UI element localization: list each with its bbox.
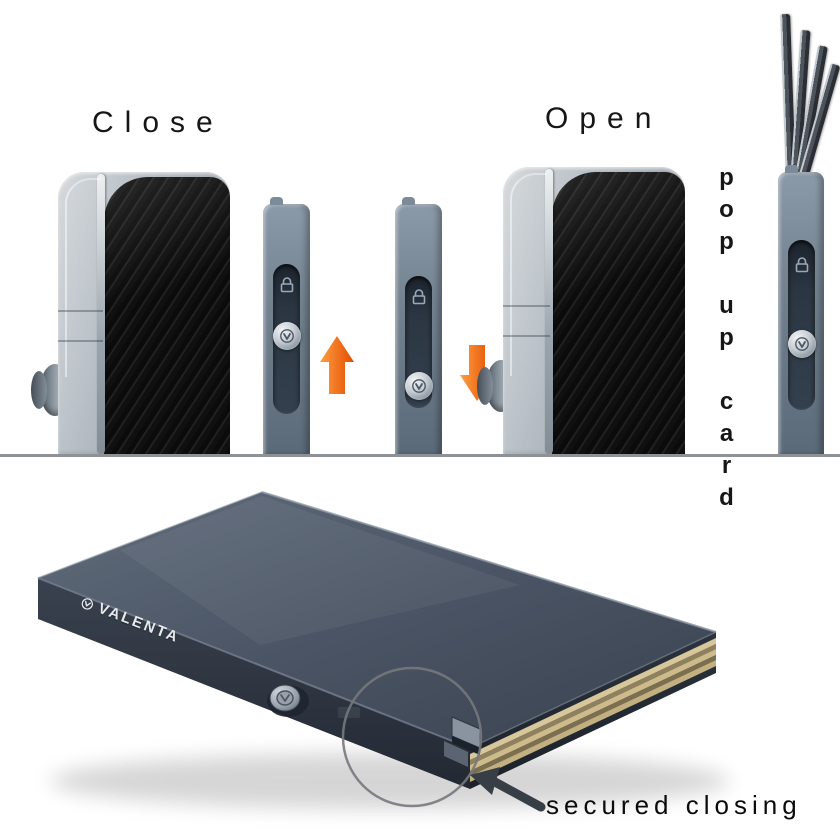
closing-latch bbox=[444, 716, 481, 767]
frame-cut-line bbox=[503, 335, 551, 337]
secured-closing-label: secured closing bbox=[546, 790, 802, 820]
slider-track bbox=[272, 264, 301, 414]
slider-track bbox=[404, 276, 433, 408]
frame-cut-line bbox=[503, 305, 551, 307]
valenta-logo-button bbox=[272, 322, 301, 350]
front-release-knob bbox=[267, 684, 309, 717]
frame-edge-line bbox=[65, 178, 101, 378]
frame-cut-line bbox=[58, 340, 103, 342]
frame-seam bbox=[545, 169, 554, 454]
up-arrow-icon bbox=[320, 336, 354, 394]
valenta-logo-icon bbox=[794, 337, 809, 351]
pointer-arrow-icon bbox=[470, 767, 546, 812]
valenta-logo-button bbox=[404, 372, 433, 400]
lock-slider-popup bbox=[778, 165, 824, 455]
carbon-back-panel bbox=[104, 177, 230, 454]
section-divider-line bbox=[0, 454, 840, 457]
card-stack-opening bbox=[470, 632, 716, 789]
open-label: Open bbox=[545, 102, 663, 135]
pop-up-card-label: pop up card bbox=[713, 164, 740, 516]
brand-mark: VALENTA bbox=[78, 593, 182, 647]
wallet-edge-open bbox=[503, 167, 685, 454]
wallet-top-face bbox=[37, 491, 717, 749]
lock-slider-open bbox=[395, 197, 442, 455]
frame-edge-line bbox=[510, 173, 546, 376]
wallet-edge-closed bbox=[58, 172, 230, 454]
close-label: Close bbox=[92, 106, 224, 139]
frame-seam bbox=[97, 174, 106, 454]
valenta-logo-icon bbox=[411, 379, 426, 393]
lock-icon bbox=[278, 276, 296, 294]
valenta-logo-icon bbox=[279, 329, 294, 343]
lock-icon bbox=[410, 288, 428, 306]
emboss-mark bbox=[338, 707, 360, 718]
lock-icon bbox=[793, 256, 811, 274]
valenta-logo-icon bbox=[81, 597, 94, 610]
wallet-front-face bbox=[38, 578, 470, 789]
carbon-back-panel bbox=[552, 172, 685, 454]
frame-cut-line bbox=[58, 310, 103, 312]
valenta-logo-button bbox=[787, 330, 816, 358]
highlight-circle bbox=[341, 666, 483, 808]
slider-track bbox=[787, 240, 816, 410]
lock-slider-closed bbox=[263, 197, 310, 455]
wallet-shadow bbox=[50, 753, 730, 809]
popup-card-device bbox=[770, 0, 840, 455]
wallet-product-photo bbox=[37, 491, 730, 812]
